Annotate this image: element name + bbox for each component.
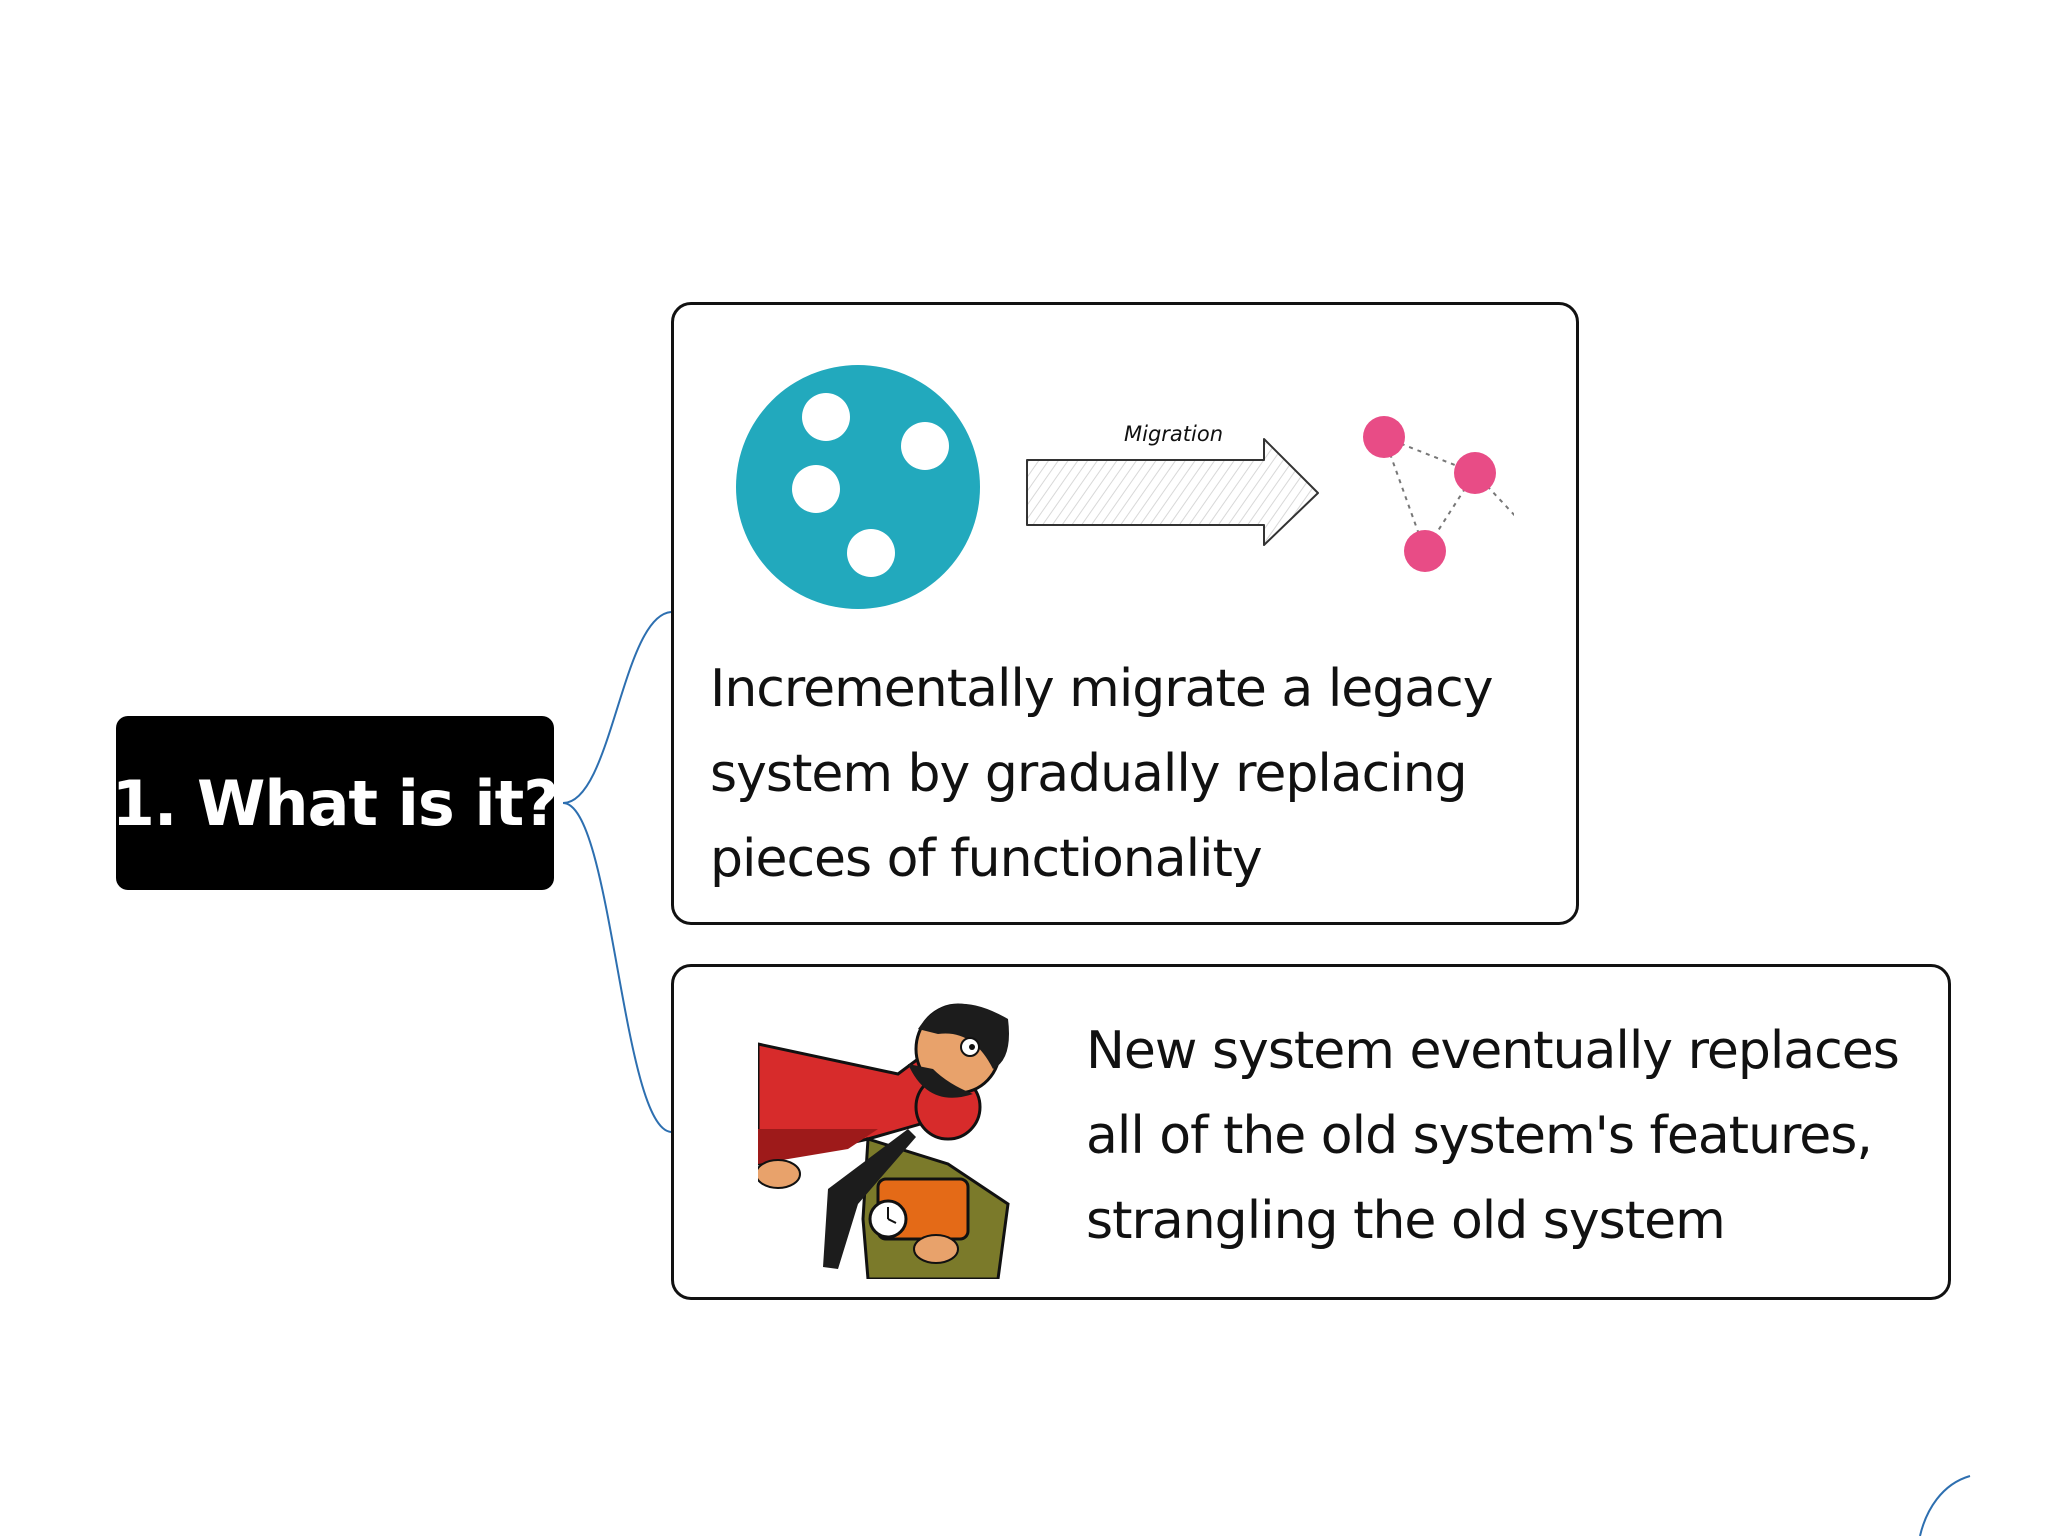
topic-card-incremental-migration[interactable]: Migration Incrementally migrate a legacy… (671, 302, 1579, 925)
monolith-icon (736, 365, 980, 609)
strangler-cartoon-icon (758, 1003, 1010, 1279)
migration-arrow-icon (1026, 438, 1319, 546)
migration-illustration: Migration (736, 365, 1514, 609)
migration-arrow-label: Migration (1124, 422, 1223, 446)
microservices-icon (1363, 416, 1514, 572)
root-topic-label: 1. What is it? (111, 766, 559, 840)
connector-root-to-card-1 (562, 611, 672, 804)
card-2-text: New system eventually replaces all of th… (1086, 1021, 1900, 1251)
connector-offscreen-branch (1919, 1475, 1971, 1536)
card-1-text: Incrementally migrate a legacy system by… (710, 659, 1494, 889)
root-topic-node[interactable]: 1. What is it? (112, 716, 559, 890)
connector-root-to-card-2 (562, 802, 672, 1133)
topic-card-strangler-outcome[interactable]: New system eventually replaces all of th… (671, 964, 1951, 1300)
